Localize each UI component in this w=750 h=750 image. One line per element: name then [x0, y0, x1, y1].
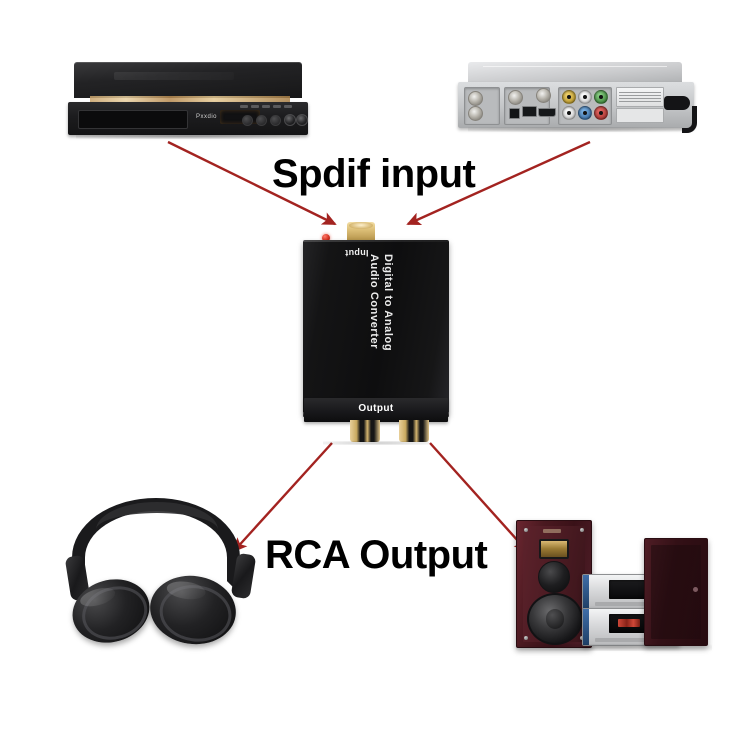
coaxial-input-jack [347, 222, 375, 244]
converter-chassis: Input Digital to Analog Audio Converter [303, 240, 449, 417]
dvd-display-screen [220, 110, 260, 124]
hifi-system-device [516, 504, 736, 656]
speaker-grille [651, 545, 701, 639]
rca-audio-left-jack [578, 90, 592, 104]
power-led-icon [322, 234, 330, 242]
dvd-minibutton [284, 105, 292, 108]
rca-output-label: RCA Output [265, 533, 488, 577]
rca-component-pr-jack [578, 106, 592, 120]
converter-model-line2: Audio Converter [368, 254, 380, 350]
converter-model-line1: Digital to Analog [382, 254, 394, 352]
converter-output-bezel: Output [304, 398, 448, 422]
rca-output-right-jack [399, 420, 429, 442]
rca-output-left-jack [350, 420, 380, 442]
dvd-drop-shadow [76, 134, 300, 139]
converter-output-label: Output [358, 403, 394, 414]
component-side-accent [583, 575, 589, 609]
speaker-woofer [527, 593, 583, 645]
settop-chassis-top [468, 62, 682, 84]
settop-power-cable [664, 96, 697, 133]
converter-drop-shadow [323, 441, 429, 445]
hifi-drop-shadow [516, 644, 712, 651]
speaker-tweeter [539, 539, 569, 559]
bookshelf-speaker-left [516, 520, 592, 648]
dvd-brand-logo: Pxxdio [196, 114, 218, 120]
speaker-screw [524, 636, 528, 640]
coax-out-connector [468, 106, 483, 121]
converter-model-text: Digital to Analog Audio Converter [367, 254, 395, 380]
component-side-accent [583, 609, 589, 645]
usb-port [522, 106, 537, 117]
optical-spdif-port [509, 108, 520, 119]
dvd-control-knob [270, 115, 281, 126]
speaker-brand-badge [543, 529, 561, 533]
headphones-device [62, 498, 267, 652]
earcup-ring [76, 579, 154, 647]
dvd-disc-tray [78, 110, 188, 129]
speaker-screw [524, 528, 528, 532]
speaker-screw [580, 528, 584, 532]
spdif-input-label: Spdif input [272, 152, 476, 196]
dvd-minibutton [273, 105, 281, 108]
receiver-tray-slot [595, 602, 653, 606]
rca-component-pb-jack [562, 106, 576, 120]
settop-drop-shadow [468, 127, 684, 132]
dvd-control-knob [256, 115, 267, 126]
rca-video-jack [562, 90, 576, 104]
dvd-control-knob [242, 115, 253, 126]
dvd-player-device: Pxxdio [68, 62, 308, 140]
converter-input-label: Input [345, 248, 369, 258]
speaker-grille-pin [693, 587, 698, 592]
headphone-headband-pad [96, 502, 218, 530]
rf-loop-connector [508, 90, 523, 105]
set-top-box-device [458, 62, 697, 140]
screw-post [536, 88, 551, 103]
rca-audio-right-jack [594, 106, 608, 120]
settop-power-inlet [616, 108, 664, 123]
dvd-player-chassis-top [74, 62, 302, 98]
speaker-midrange-driver [538, 561, 570, 593]
dvd-player-accent-strip [90, 96, 290, 103]
dvd-minibutton [240, 105, 248, 108]
dvd-minibutton [262, 105, 270, 108]
dvd-minibutton [251, 105, 259, 108]
settop-rating-label [616, 87, 664, 107]
dvd-headphone-jack [284, 114, 296, 126]
rca-component-y-jack [594, 90, 608, 104]
dac-converter-device: Input Digital to Analog Audio Converter … [303, 220, 449, 445]
coax-in-connector [468, 91, 483, 106]
bookshelf-speaker-right [644, 538, 708, 646]
cd-tray-slot [595, 638, 653, 642]
hdmi-port [538, 108, 556, 117]
dvd-mic-jack [296, 114, 308, 126]
dvd-player-front-panel: Pxxdio [68, 102, 308, 135]
settop-rear-panel [458, 82, 697, 133]
